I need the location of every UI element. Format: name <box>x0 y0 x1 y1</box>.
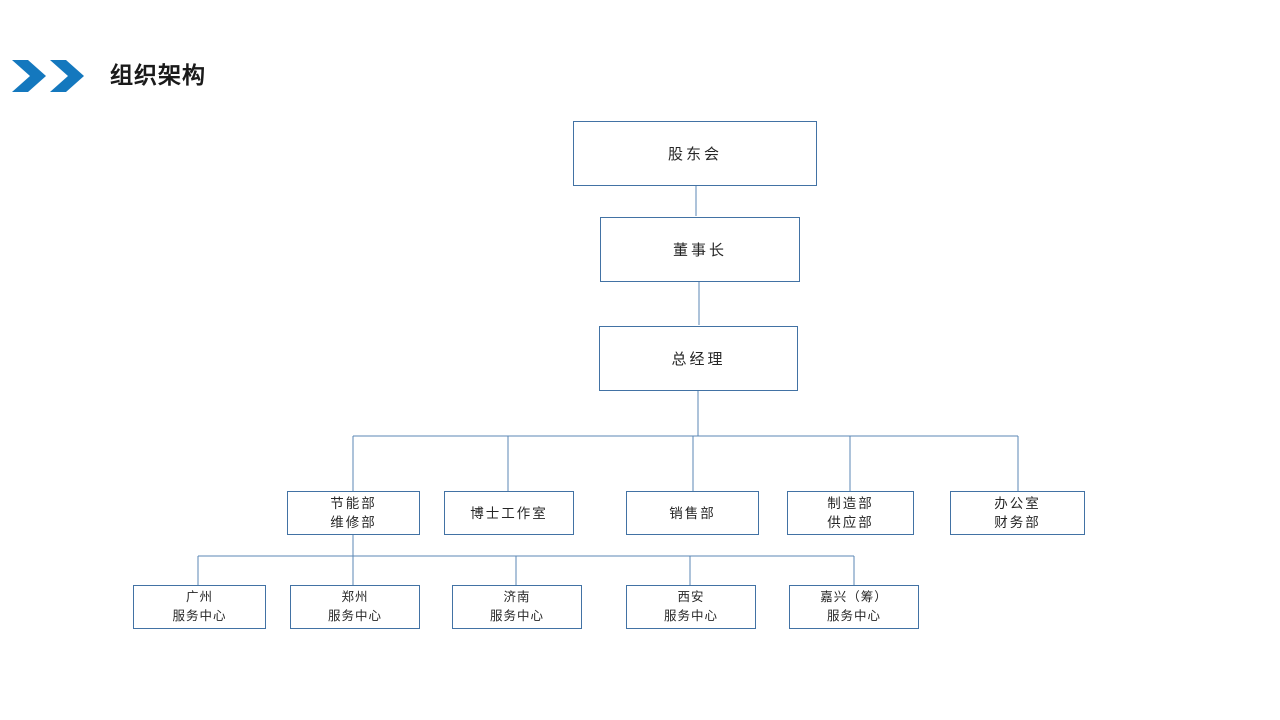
org-node-chairman[interactable]: 董事长 <box>600 217 800 282</box>
org-node-label-line2: 维修部 <box>330 515 377 530</box>
org-node-label-line2: 财务部 <box>994 515 1041 530</box>
org-node-label-line2: 服务中心 <box>172 609 227 623</box>
org-node-label: 股东会 <box>667 146 722 163</box>
org-node-label-line1: 节能部 <box>330 496 377 511</box>
org-node-manufacturing-supply[interactable]: 制造部 供应部 <box>787 491 914 535</box>
org-node-general-manager[interactable]: 总经理 <box>599 326 798 391</box>
org-node-label-line1: 西安 <box>677 590 705 604</box>
org-node-label: 总经理 <box>671 351 726 368</box>
slide-title-bar: 组织架构 <box>0 50 400 100</box>
org-node-energy-saving-maintenance[interactable]: 节能部 维修部 <box>287 491 420 535</box>
org-node-label-line2: 服务中心 <box>489 609 544 623</box>
org-node-label-line1: 博士工作室 <box>470 505 548 521</box>
org-node-office-finance[interactable]: 办公室 财务部 <box>950 491 1085 535</box>
org-node-label-line1: 办公室 <box>994 496 1041 511</box>
org-node-label-line2: 服务中心 <box>826 609 881 623</box>
org-node-label-line1: 制造部 <box>827 496 874 511</box>
org-node-shareholders[interactable]: 股东会 <box>573 121 817 186</box>
org-node-label-line2: 服务中心 <box>327 609 382 623</box>
org-node-zhengzhou-center[interactable]: 郑州 服务中心 <box>290 585 420 629</box>
org-node-xian-center[interactable]: 西安 服务中心 <box>626 585 756 629</box>
page-title: 组织架构 <box>110 62 206 88</box>
org-node-label-line2: 供应部 <box>827 515 874 530</box>
org-node-guangzhou-center[interactable]: 广州 服务中心 <box>133 585 266 629</box>
org-node-label-line1: 广州 <box>185 590 213 604</box>
org-node-label-line2: 服务中心 <box>663 609 718 623</box>
org-node-label-line1: 郑州 <box>341 590 369 604</box>
org-node-label-line1: 销售部 <box>669 505 716 521</box>
org-node-label-line1: 济南 <box>503 590 531 604</box>
org-node-jinan-center[interactable]: 济南 服务中心 <box>452 585 582 629</box>
org-node-sales[interactable]: 销售部 <box>626 491 759 535</box>
double-chevron-right-icon <box>12 60 84 92</box>
org-node-doctoral-studio[interactable]: 博士工作室 <box>444 491 574 535</box>
org-node-jiaxing-center[interactable]: 嘉兴（筹） 服务中心 <box>789 585 919 629</box>
org-node-label-line1: 嘉兴（筹） <box>820 590 888 604</box>
org-node-label: 董事长 <box>672 242 727 259</box>
